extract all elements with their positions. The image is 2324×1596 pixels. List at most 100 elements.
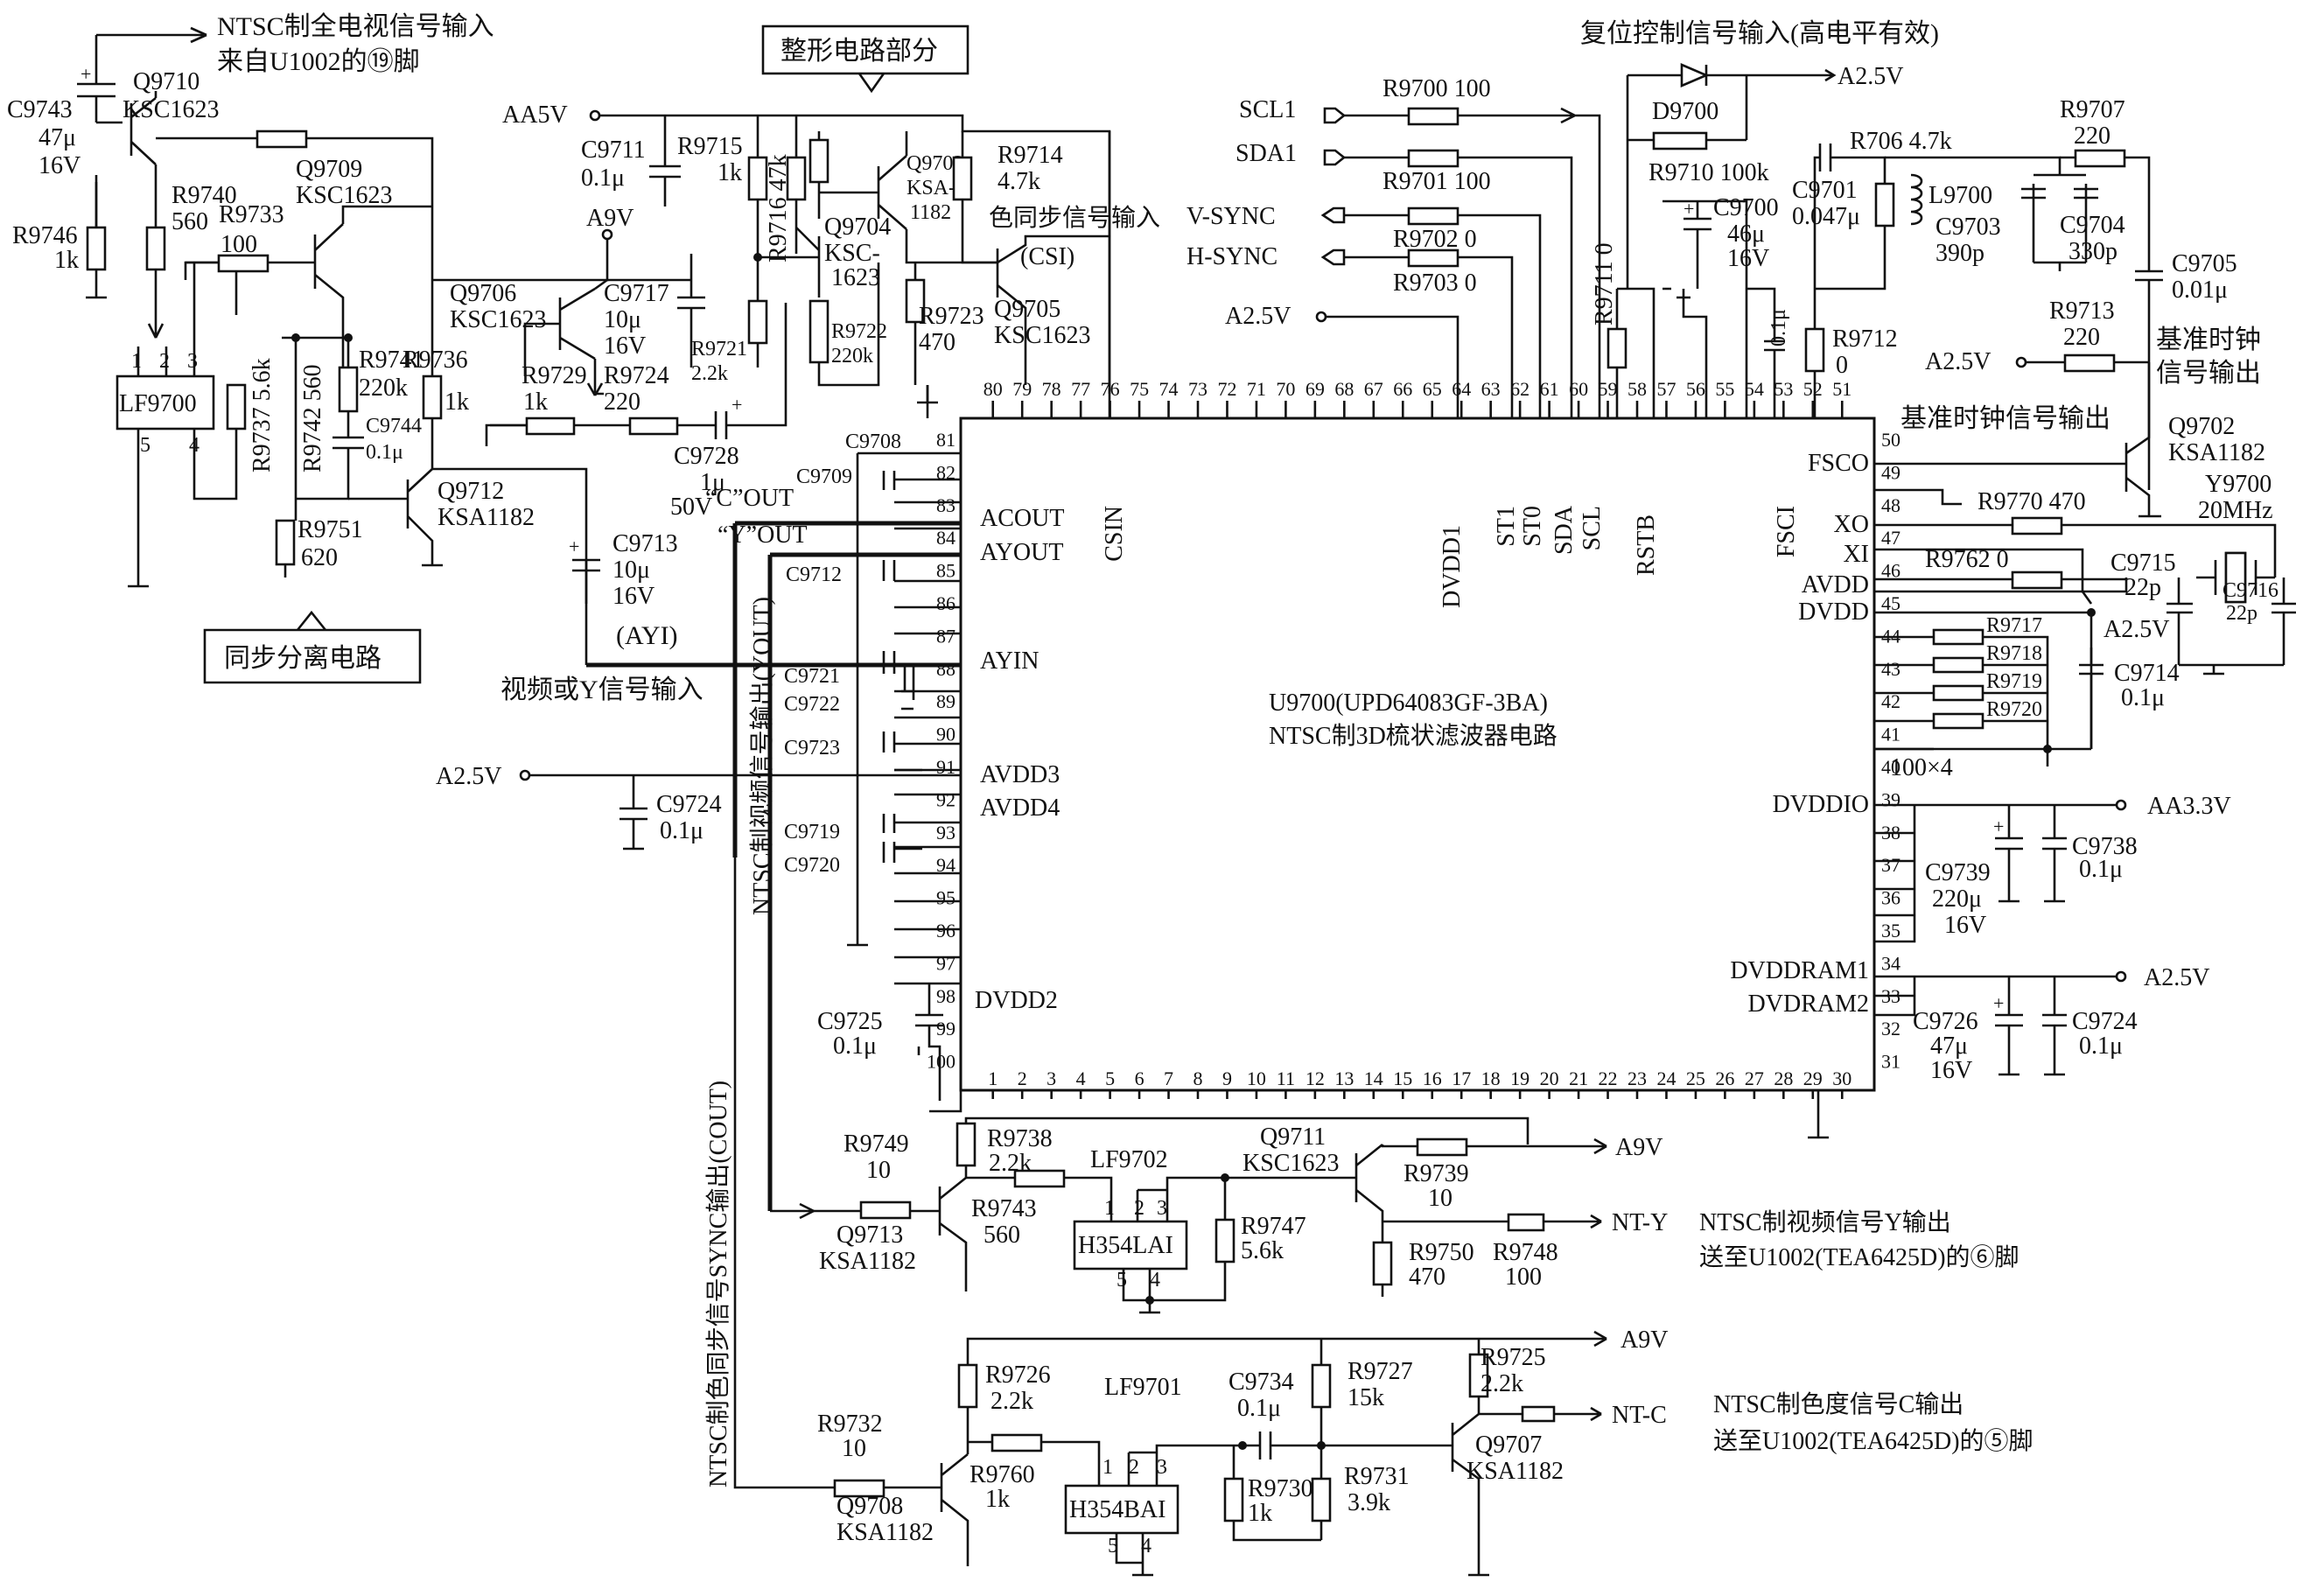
c9726-name: C9726 [1913,1008,1978,1035]
chip-pin-number-27: 27 [1745,1068,1764,1089]
q9706-type: KSC1623 [450,306,546,333]
svg-text:2: 2 [159,350,170,373]
q9709: Q9709 KSC1623 [296,156,392,368]
pin-label-fsci: FSCI [1773,506,1800,557]
chip-pin-number-13: 13 [1334,1068,1354,1089]
pin-label-ayout: AYOUT [980,539,1063,566]
ref-clock-label-2: 信号输出 [2156,359,2261,388]
chip-pin-number-89: 89 [936,690,956,712]
svg-text:5: 5 [140,434,150,457]
a25v-label-5: A2.5V [2144,964,2209,991]
r9742-label: R9742 560 [299,364,326,472]
q9704-name: Q9704 [824,214,891,241]
chip-description: NTSC制3D梳状滤波器电路 [1269,722,1558,750]
svg-text:C9743: C9743 [7,96,73,123]
svg-text:+: + [732,394,742,416]
chip-pin-number-41: 41 [1881,724,1900,746]
chip-pin-number-32: 32 [1881,1018,1900,1040]
r9727 [1311,1363,1332,1409]
r9701-label: R9701 100 [1382,168,1491,195]
chip-pin-number-50: 50 [1881,429,1900,451]
chip-pin-number-96: 96 [936,920,956,942]
r9739-name: R9739 [1404,1160,1469,1187]
r9747 [1214,1218,1236,1264]
chip-pin-number-97: 97 [936,952,956,974]
sync-separation-label: 同步分离电路 [224,644,382,673]
r9730-name: R9730 [1248,1475,1313,1502]
r706-label: R706 4.7k [1850,128,1952,155]
r9724 [628,416,679,436]
r9737-label: R9737 5.6k [248,358,276,472]
right-power-section: A2.5V R9717 R9718 R9719 R9720 100×4 C971… [1808,590,2231,1139]
r9751-value: 620 [301,544,338,571]
chip-pin-number-26: 26 [1715,1068,1734,1089]
r9715-value: 1k [718,159,742,186]
svg-text:+: + [569,536,579,557]
svg-text:2: 2 [1129,1456,1139,1479]
chip-pin-number-29: 29 [1803,1068,1823,1089]
r9751 [275,519,296,566]
y-out-label: “Y”OUT [718,522,808,549]
chip-pin-number-4: 4 [1076,1068,1086,1089]
r9743-name: R9743 [971,1195,1037,1222]
a25v-label-3: A2.5V [1925,348,1991,375]
c9705-value: 0.01μ [2172,276,2228,304]
r9713 [2063,354,2116,373]
control-input-section: SCL1 R9700 100 SDA1 R9701 100 V-SYNC R97… [1186,75,1601,418]
nty-desc-2: 送至U1002(TEA6425D)的⑥脚 [1699,1243,2020,1271]
ref-clock-label-1: 基准时钟 [2156,326,2261,354]
pin-label-dvddram1: DVDDRAM1 [1730,957,1869,984]
a25v-label-1: A2.5V [1225,303,1291,330]
r9740-top [256,130,308,149]
pin-label-dvdd2: DVDD2 [975,987,1058,1014]
r-shape-top [808,138,830,184]
r9714 [952,156,973,201]
r9715-name: R9715 [677,133,743,160]
svg-text:3: 3 [187,350,198,373]
chip-pin-number-82: 82 [936,461,956,483]
r9703-label: R9703 0 [1393,270,1477,297]
aa33v-label: AA3.3V [2147,793,2231,820]
c9717-name: C9717 [604,280,669,307]
chip-pin-number-18: 18 [1481,1068,1501,1089]
r9747-name: R9747 [1241,1213,1306,1240]
chip-pin-number-93: 93 [936,822,956,844]
r9702-label: R9702 0 [1393,226,1477,253]
svg-text:4: 4 [1150,1269,1160,1292]
r9712-name: R9712 [1832,326,1898,353]
r9711-label: R9711 0 [1591,242,1618,326]
r9762 [2011,570,2063,590]
chip-pin-number-22: 22 [1599,1068,1618,1089]
c9713-value: 10μ [612,556,650,584]
r9720 [1932,712,1984,730]
svg-text:5: 5 [1116,1269,1127,1292]
lf9702-type: H354LAI [1078,1232,1173,1259]
r9740-name: R9740 [172,182,237,209]
svg-text:47μ: 47μ [38,124,76,151]
nty-label: NT-Y [1612,1209,1668,1236]
c9708-label: C9708 [845,430,901,453]
chip-pin-number-48: 48 [1881,494,1900,516]
r9731-value: 3.9k [1348,1489,1390,1516]
r9721 [747,299,768,345]
c9739-name: C9739 [1925,859,1991,886]
svg-text:3: 3 [1157,1197,1167,1220]
r9749 [859,1200,912,1220]
chip-pin-number-9: 9 [1222,1068,1232,1089]
chip-pin-number-79: 79 [1012,378,1032,400]
c9726-value: 47μ [1930,1032,1968,1060]
c9717-value: 10μ [604,306,641,333]
pin-label-rstb: RSTB [1633,514,1660,576]
c9724r-value: 0.1μ [2079,1032,2123,1060]
chip-pin-number-16: 16 [1423,1068,1442,1089]
r9712-value: 0 [1836,352,1848,379]
q9702-type: KSA1182 [2168,439,2265,466]
chip-pin-number-47: 47 [1881,527,1900,549]
svg-text:Q9710: Q9710 [133,68,200,95]
pin-label-csin: CSIN [1101,506,1128,562]
r9733-name: R9733 [219,201,284,228]
svg-text:+: + [1993,816,2004,837]
c9716-value: 22p [2226,602,2258,625]
chip-pin-number-71: 71 [1247,378,1266,400]
vsync-label: V-SYNC [1186,203,1276,230]
